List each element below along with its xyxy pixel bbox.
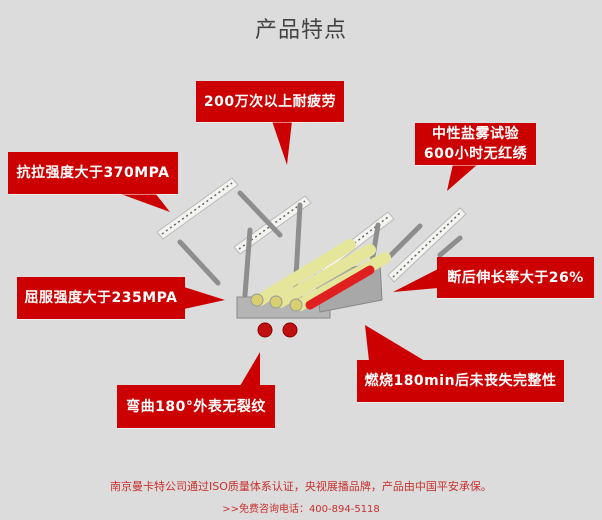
callout-fatigue-text: 200万次以上耐疲劳 (203, 93, 337, 110)
callout-fire-text: 燃烧180min后未丧失完整性 (364, 373, 557, 389)
callout-bend: 弯曲180°外表无裂纹 (117, 385, 275, 428)
callout-salt-spray-line2: 600小时无红绣 (423, 146, 528, 162)
callout-salt-spray-line1: 中性盐雾试验 (432, 126, 519, 142)
callout-elongation: 断后伸长率大于26% (437, 257, 594, 298)
certification-statement: 南京曼卡特公司通过ISO质量体系认证，央视展播品牌，产品由中国平安承保。 (110, 480, 492, 493)
callout-tensile-text: 抗拉强度大于370MPA (16, 165, 170, 181)
callout-yield: 屈服强度大于235MPA (17, 277, 185, 319)
callout-tensile: 抗拉强度大于370MPA (8, 152, 178, 194)
page-title: 产品特点 (254, 18, 347, 43)
callout-fatigue: 200万次以上耐疲劳 (196, 81, 344, 122)
callout-fire: 燃烧180min后未丧失完整性 (357, 360, 564, 402)
callout-salt-spray: 中性盐雾试验 600小时无红绣 (415, 123, 536, 165)
callout-elongation-text: 断后伸长率大于26% (447, 269, 584, 286)
callout-bend-text: 弯曲180°外表无裂纹 (126, 398, 266, 415)
callout-yield-text: 屈服强度大于235MPA (24, 290, 178, 306)
free-hotline: >>免费咨询电话：400-894-5118 (222, 504, 380, 515)
